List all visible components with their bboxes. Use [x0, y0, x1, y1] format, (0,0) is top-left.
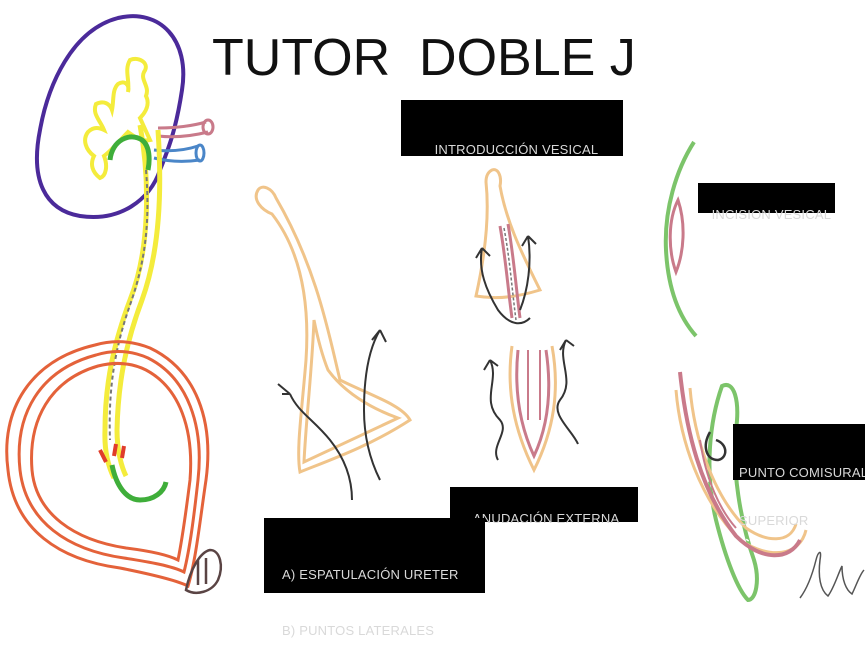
incision-drawing [666, 142, 696, 336]
introduccion-vesical-label: INTRODUCCIÓN VESICAL [401, 100, 623, 156]
renal-artery-end [203, 120, 213, 134]
renal-pelvis [85, 59, 150, 178]
spatulated-ureter [256, 187, 410, 472]
espatulacion-line-a: A) ESPATULACIÓN URETER [282, 567, 485, 583]
knot-center-stent [528, 350, 540, 420]
anudacion-drawing [484, 340, 578, 470]
incision-vesical-label: INCISION VESICAL [698, 183, 835, 213]
renal-vein-end [196, 145, 204, 161]
punto-comisural-line1: PUNTO COMISURAL [739, 465, 865, 481]
anudacion-externa-text: ANUDACIÓN EXTERNA [473, 511, 619, 526]
espatulacion-label: A) ESPATULACIÓN URETER B) PUNTOS LATERAL… [264, 518, 485, 593]
punto-comisural-line2: SUPERIOR [739, 513, 865, 529]
kidney-ureter-bladder-drawing [7, 16, 221, 593]
introduccion-vesical-text: INTRODUCCIÓN VESICAL [435, 142, 599, 157]
suture-left [278, 384, 352, 500]
knot-suture-left [484, 360, 503, 460]
punto-comisural-label: PUNTO COMISURAL SUPERIOR [733, 424, 865, 480]
knot-suture-right [557, 340, 578, 444]
anudacion-externa-label: ANUDACIÓN EXTERNA [450, 487, 638, 522]
ureter [105, 125, 160, 478]
renal-artery [158, 122, 208, 137]
spatulation-drawing [256, 187, 410, 500]
page-title: TUTOR DOBLE J [212, 28, 636, 88]
intro-arrow-right [520, 236, 536, 310]
urethra [186, 550, 221, 593]
introduccion-drawing [476, 170, 540, 324]
incision-vesical-text: INCISION VESICAL [712, 207, 832, 222]
signature [800, 552, 864, 598]
stent-lower-coil [112, 465, 166, 500]
incision-slit [670, 200, 683, 272]
espatulacion-line-b: B) PUNTOS LATERALES [282, 623, 485, 639]
